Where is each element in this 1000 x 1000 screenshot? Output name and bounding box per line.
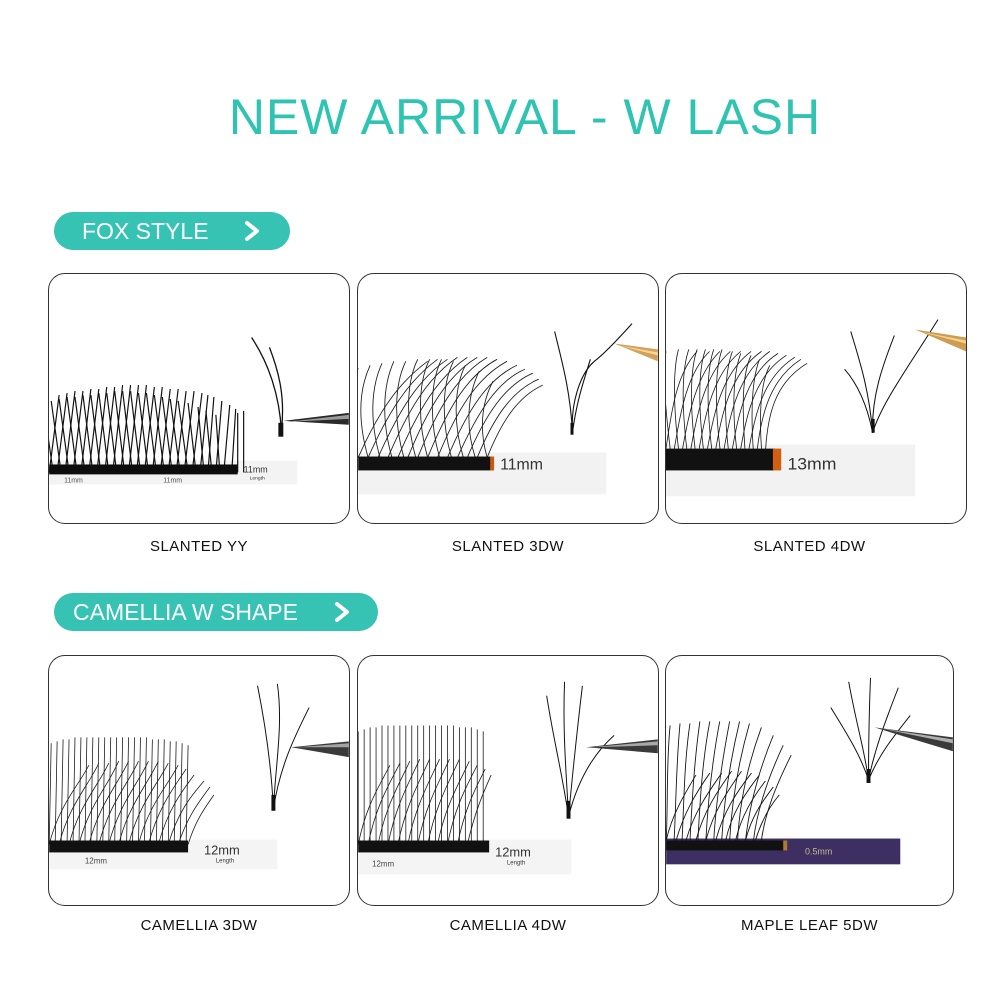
product-card-camellia-3dw[interactable]: 12mm 12mm Length: [48, 655, 350, 906]
product-caption: CAMELLIA 3DW: [140, 917, 258, 934]
lash-product-image: 12mm 12mm Length: [49, 683, 349, 870]
chevron-right-icon: [335, 602, 349, 622]
tray-length-label: 12mm: [495, 844, 531, 859]
tray-small-label: 11mm: [64, 477, 83, 484]
product-caption: CAMELLIA 4DW: [449, 917, 567, 934]
tray-length-label: 12mm: [204, 842, 240, 857]
product-card-camellia-4dw[interactable]: 12mm 12mm Length: [357, 655, 659, 906]
tray-small-label: 12mm: [85, 856, 107, 865]
product-caption: SLANTED 4DW: [753, 538, 866, 555]
section-label-camellia-w-shape: CAMELLIA W SHAPE: [54, 593, 378, 631]
lash-product-image: 12mm 12mm Length: [358, 681, 658, 875]
product-caption: SLANTED 3DW: [451, 538, 565, 555]
lash-product-image: 0.5mm: [666, 677, 953, 865]
product-card-slanted-3dw[interactable]: 11mm: [357, 273, 659, 524]
tray-length-label: 0.5mm: [805, 846, 832, 856]
product-caption: SLANTED YY: [149, 538, 249, 555]
tray-length-label: 11mm: [500, 456, 543, 473]
tray-small-label: 12mm: [372, 859, 394, 868]
tray-length-label: 11mm: [244, 464, 268, 474]
section-label-fox-style: FOX STYLE: [54, 212, 290, 250]
product-card-slanted-4dw[interactable]: 13mm: [665, 273, 967, 524]
page-title: NEW ARRIVAL - W LASH: [228, 89, 822, 145]
lash-product-image: 11mm Length 11mm 11mm: [49, 337, 349, 484]
tray-small-label: 11mm: [163, 477, 182, 484]
tray-length-sub: Length: [250, 475, 265, 481]
chevron-right-icon: [245, 221, 259, 241]
tray-length-label: 13mm: [787, 454, 836, 474]
product-card-maple-leaf-5dw[interactable]: 0.5mm: [665, 655, 954, 906]
section-label-text: FOX STYLE: [82, 217, 209, 244]
tray-length-sub: Length: [507, 860, 525, 866]
section-label-text: CAMELLIA W SHAPE: [73, 598, 298, 625]
lash-product-image: 11mm: [358, 323, 658, 495]
tray-length-sub: Length: [216, 858, 234, 864]
product-caption: MAPLE LEAF 5DW: [740, 917, 879, 934]
product-card-slanted-yy[interactable]: 11mm Length 11mm 11mm: [48, 273, 350, 524]
lash-product-image: 13mm: [666, 319, 966, 497]
